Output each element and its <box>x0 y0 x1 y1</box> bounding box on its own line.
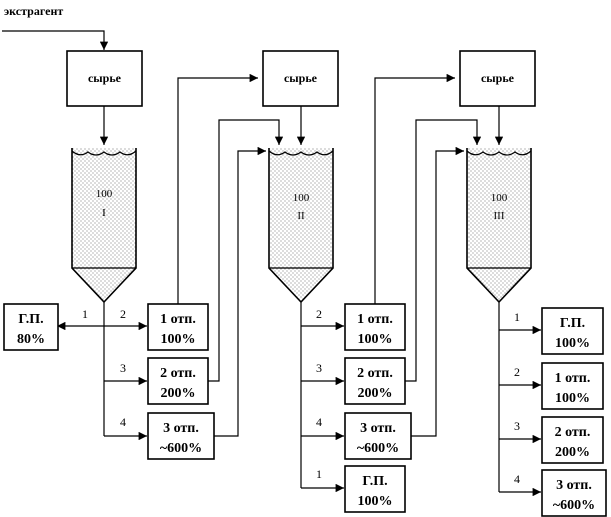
fraction-box-3-3 <box>541 469 607 517</box>
fraction-2-1-line1: 1 отп. <box>357 312 393 327</box>
product-box-1 <box>3 303 59 351</box>
fraction-1-3-line2: ~600% <box>160 441 202 456</box>
liquid-surface-3 <box>466 150 532 156</box>
product-box-2 <box>344 465 406 513</box>
branch-num-1-4: 4 <box>120 415 126 429</box>
product-2-line1: Г.П. <box>362 474 387 489</box>
recycle-3-to-col-2 <box>214 146 266 437</box>
branch-num-2-3: 4 <box>316 415 322 429</box>
column-load-2: 100 <box>293 192 310 204</box>
column-load-3: 100 <box>491 192 508 204</box>
product-3-line1: Г.П. <box>560 316 585 331</box>
branch-num-2-2: 3 <box>316 361 322 375</box>
extractor-1 <box>71 148 137 304</box>
fraction-3-3-line2: ~600% <box>553 498 595 513</box>
fraction-2-1-line2: 100% <box>358 332 393 347</box>
branch-num-1-2: 2 <box>120 307 126 321</box>
recycle-2-to-col-2 <box>208 119 284 382</box>
fraction-2-2-line2: 200% <box>358 386 393 401</box>
branch-num-3-1: 1 <box>514 310 520 324</box>
product-1-line1: Г.П. <box>18 312 43 327</box>
extractor-2 <box>268 148 334 304</box>
recycle-2-to-col-3 <box>405 119 482 382</box>
fraction-3-3-line1: 3 отп. <box>556 478 592 493</box>
fraction-1-1-line1: 1 отп. <box>160 312 196 327</box>
branch-num-2-1: 2 <box>316 307 322 321</box>
raw-label-2: сырье <box>284 71 318 85</box>
inlet-arrow <box>2 30 109 50</box>
product-1-line2: 80% <box>17 332 45 347</box>
fraction-1-2-line1: 2 отп. <box>160 366 196 381</box>
fraction-3-2-line1: 2 отп. <box>555 425 591 440</box>
fraction-box-2-3 <box>344 412 412 460</box>
fraction-box-3-1 <box>541 362 604 410</box>
branch-num-3-3: 3 <box>514 419 520 433</box>
raw-box-3 <box>459 50 536 107</box>
raw-label-3: сырье <box>481 71 515 85</box>
raw-box-1 <box>66 50 143 107</box>
liquid-surface-1 <box>71 150 137 156</box>
recycle-1-to-raw-3 <box>374 73 455 304</box>
fraction-3-2-line2: 200% <box>555 445 590 460</box>
fraction-2-3-line1: 3 отп. <box>360 421 396 436</box>
product-3-line2: 100% <box>555 336 590 351</box>
fraction-2-2-line1: 2 отп. <box>357 366 393 381</box>
liquid-surface-2 <box>268 150 334 156</box>
fraction-box-3-2 <box>541 416 604 464</box>
column-load-1: 100 <box>96 188 113 200</box>
column-roman-2: II <box>297 210 305 222</box>
branch-num-3-4: 4 <box>514 472 520 486</box>
fraction-3-1-line2: 100% <box>555 391 590 406</box>
raw-label-1: сырье <box>88 71 122 85</box>
fraction-1-2-line2: 200% <box>161 386 196 401</box>
branch-num-1-1: 1 <box>82 307 88 321</box>
extractor-3 <box>466 148 532 304</box>
inlet-label: экстрагент <box>4 4 63 18</box>
branch-num-2-4: 1 <box>316 467 322 481</box>
fraction-1-3-line1: 3 отп. <box>163 421 199 436</box>
fraction-1-1-line2: 100% <box>161 332 196 347</box>
product-box-3 <box>541 307 604 355</box>
recycle-3-to-col-3 <box>411 146 464 437</box>
fraction-box-1-1 <box>147 303 209 351</box>
column-roman-1: I <box>102 207 106 219</box>
raw-box-2 <box>262 50 339 107</box>
branch-num-3-2: 2 <box>514 365 520 379</box>
branch-num-1-3: 3 <box>120 361 126 375</box>
fraction-box-2-2 <box>344 357 406 405</box>
recycle-1-to-raw-2 <box>177 73 258 304</box>
fraction-3-1-line1: 1 отп. <box>555 371 591 386</box>
fraction-2-3-line2: ~600% <box>357 441 399 456</box>
column-roman-3: III <box>494 210 505 222</box>
product-2-line2: 100% <box>358 494 393 509</box>
